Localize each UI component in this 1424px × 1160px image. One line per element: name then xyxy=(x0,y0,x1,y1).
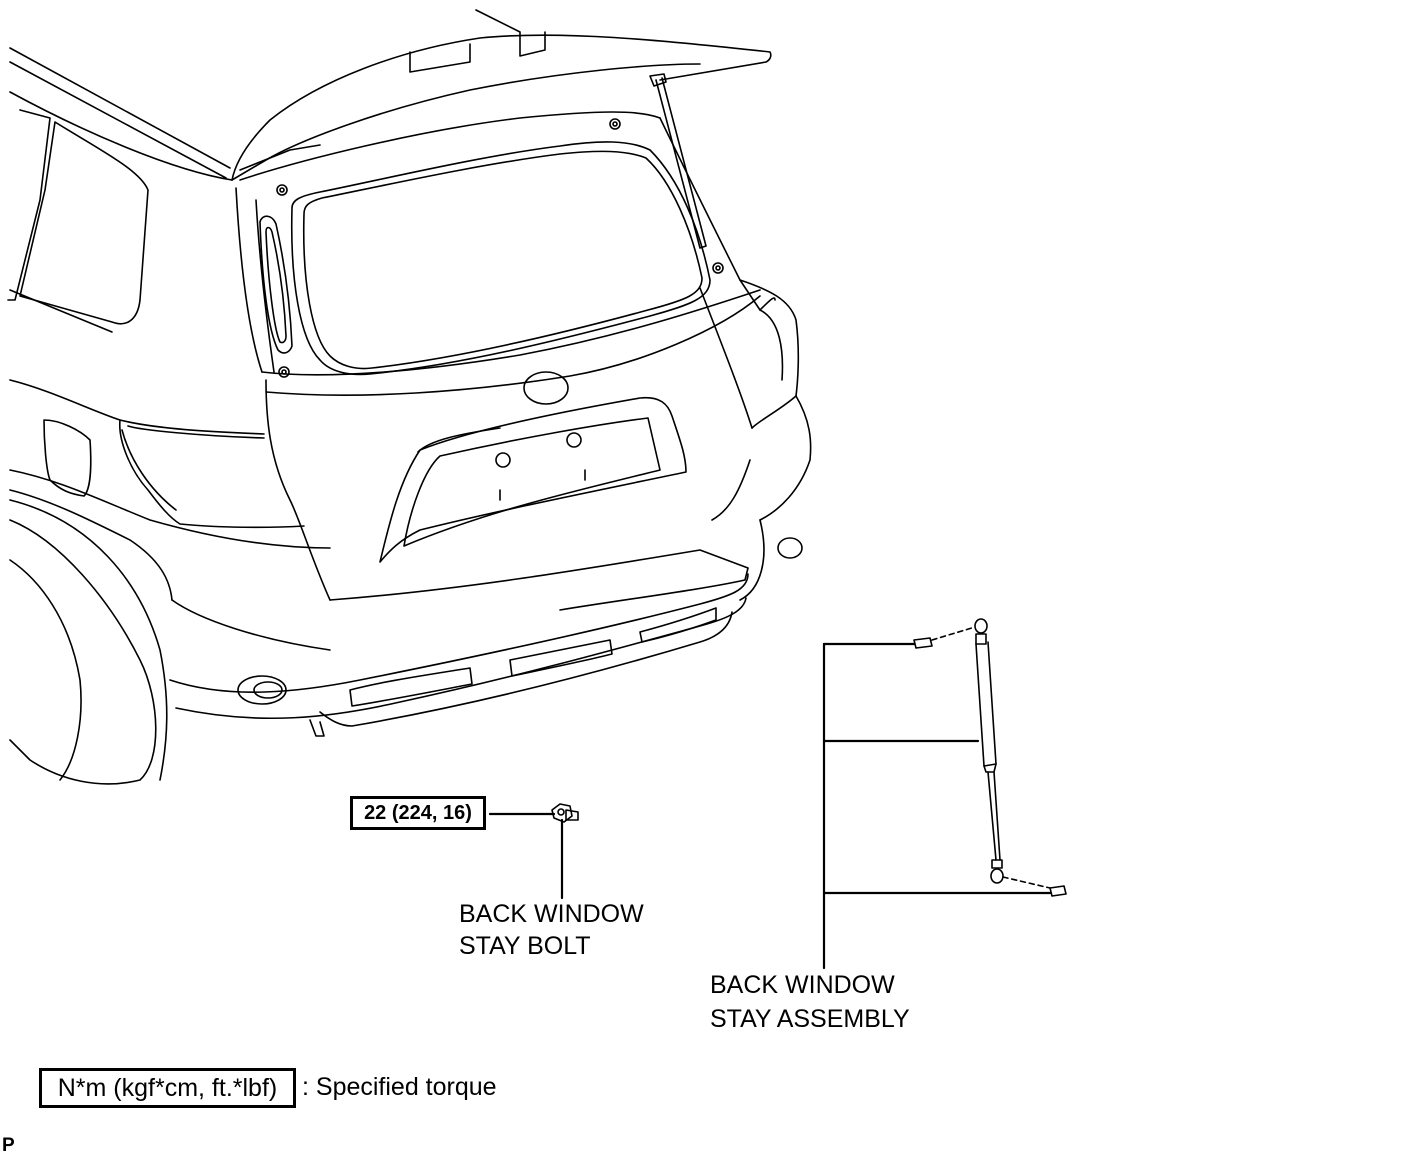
torque-spec-box: 22 (224, 16) xyxy=(350,796,486,830)
bolt-label-line2: STAY BOLT xyxy=(459,932,591,960)
stay-label-line2: STAY ASSEMBLY xyxy=(710,1005,910,1033)
stay-assembly xyxy=(913,618,1067,897)
bolt-leaders xyxy=(488,812,564,900)
legend-unit-box: N*m (kgf*cm, ft.*lbf) xyxy=(39,1068,296,1108)
stay-bolt xyxy=(551,803,579,823)
bolt-label-line1: BACK WINDOW xyxy=(459,900,644,928)
vehicle-body-outline xyxy=(7,9,812,785)
corner-code: P xyxy=(2,1135,15,1156)
stay-label-line1: BACK WINDOW xyxy=(710,971,895,999)
stay-leaders xyxy=(822,642,1052,970)
torque-spec-value: 22 (224, 16) xyxy=(364,801,472,824)
legend-unit-text: N*m (kgf*cm, ft.*lbf) xyxy=(57,1073,278,1102)
legend-description: : Specified torque xyxy=(302,1073,497,1101)
